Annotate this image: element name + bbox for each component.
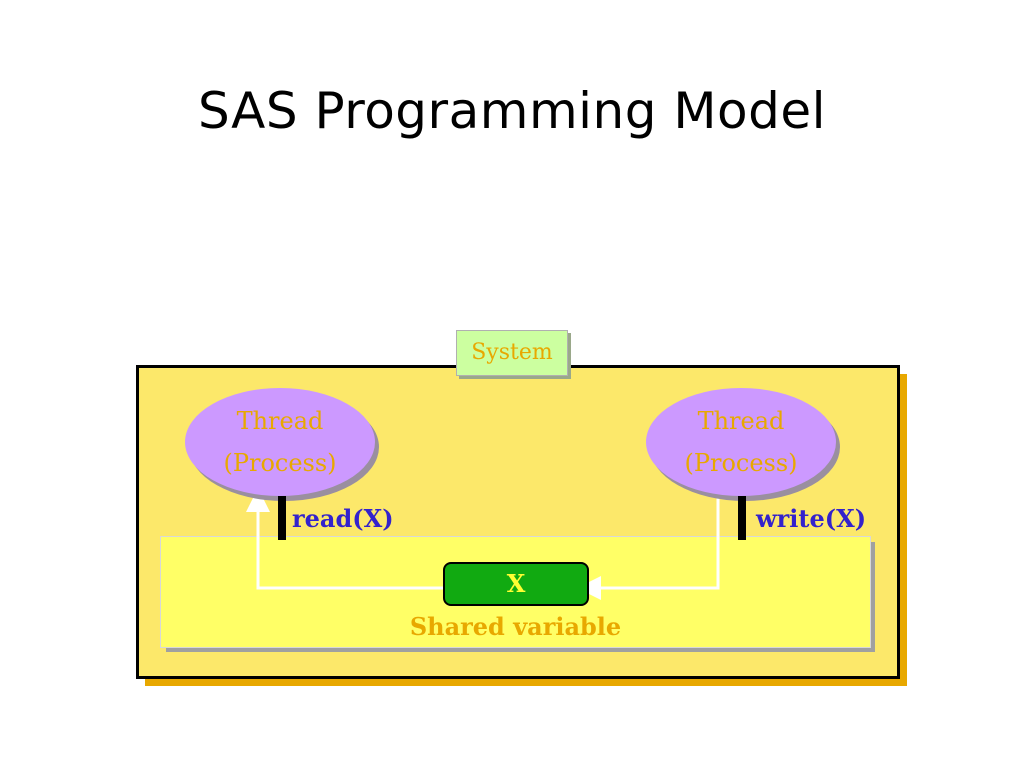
thread-right-stem [738, 496, 746, 540]
shared-region [160, 536, 871, 648]
read-operation-label: read(X) [292, 504, 394, 533]
read-arrow [246, 488, 443, 590]
thread-right-line1: Thread [697, 407, 785, 435]
thread-left-line2: (Process) [223, 449, 337, 477]
write-operation-label: write(X) [756, 504, 867, 533]
thread-right-line2: (Process) [684, 449, 798, 477]
thread-left-line1: Thread [236, 407, 324, 435]
slide-title: SAS Programming Model [197, 82, 826, 140]
thread-left-stem [278, 496, 286, 540]
system-label: System [456, 330, 568, 376]
write-arrow [577, 497, 720, 600]
thread-left: Thread (Process) [185, 388, 375, 496]
thread-right: Thread (Process) [646, 388, 836, 496]
shared-variable-box: X [443, 562, 589, 606]
shared-variable-label: Shared variable [409, 612, 622, 641]
